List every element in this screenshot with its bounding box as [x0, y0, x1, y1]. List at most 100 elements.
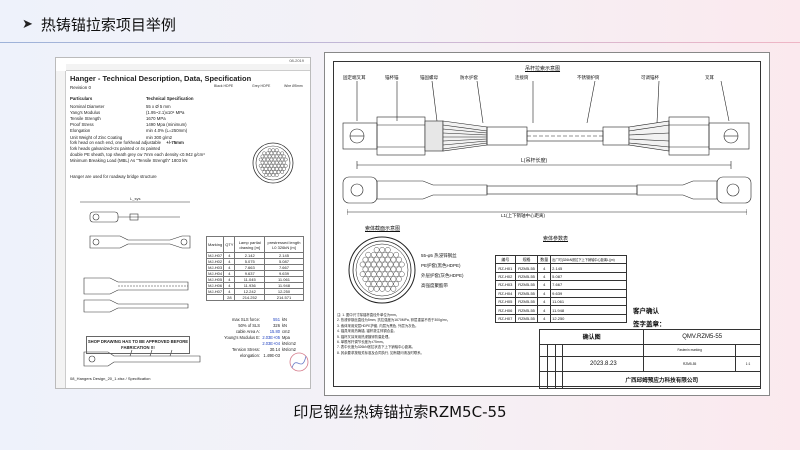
param-header-row: 编号规格数量出厂时(326kN张拉下上下销轴中心距离L)(m)	[495, 254, 627, 265]
fork-adjust: +/-75mm	[166, 140, 184, 145]
drawing-date: 2023.8.23	[562, 356, 645, 372]
wire-strand	[382, 271, 388, 278]
wire-strand	[278, 160, 283, 165]
wire-strand	[399, 271, 405, 278]
wire-strand	[278, 154, 283, 159]
wire-strand	[396, 276, 402, 282]
file-note: 08_Hangers Design_20_1.xlsx / Specificat…	[70, 376, 151, 381]
wire-strand	[368, 276, 374, 282]
wire-strand	[376, 281, 383, 287]
shop-drawing-note: SHOP DRAWING HAS TO BE APPROVED BEFORE F…	[86, 336, 190, 354]
wire-strand	[282, 167, 286, 171]
note-line: 6. 单根吊杆调节长度为±75mm。	[337, 340, 386, 345]
wire-strand	[276, 157, 281, 162]
wire-strand	[282, 160, 286, 165]
wire-strand	[379, 256, 386, 263]
spec-key: Proof Stress	[70, 122, 94, 128]
wire-strand	[280, 170, 285, 174]
marking-header: Marking	[205, 236, 225, 253]
signature-stamp-icon	[289, 352, 309, 372]
wire-strand	[276, 151, 281, 156]
top-label: 锚杯锚	[385, 75, 399, 80]
wire-strand	[370, 281, 377, 287]
wire-strand	[396, 266, 402, 273]
wire-strand	[267, 154, 272, 159]
spec-value: 1490 Mpa (minimum)	[146, 122, 187, 128]
top-label: 防水护套	[460, 75, 478, 80]
tb-label: RZM5-55	[643, 356, 737, 372]
wire-strand	[271, 154, 276, 159]
wire-strand	[387, 251, 394, 258]
wire-strand	[280, 157, 285, 162]
spec-key: Yang's Modulus	[70, 109, 101, 115]
spec-row: Yang's Modulus(1.95~2.1)x10⁵ MPa	[70, 109, 250, 115]
wire-strand	[385, 286, 391, 292]
spec-list: Particulars Technical Specification Nomi…	[70, 96, 250, 140]
wire-strand	[370, 261, 377, 268]
wire-strand	[274, 148, 279, 152]
spreadsheet-column-header	[66, 64, 310, 71]
title-divider	[0, 42, 800, 43]
wire-strand	[373, 256, 380, 263]
drawing-code: QMV.RZM5-55	[643, 329, 761, 345]
wire-strand	[385, 256, 391, 263]
top-label: 可调锚杯	[641, 75, 659, 80]
wire-strand	[267, 148, 272, 152]
lower-length-label: L1(上下销轴中心距离)	[501, 213, 546, 218]
spec-value: min 4.0% (L=250mm)	[146, 128, 188, 134]
wire-strand	[365, 271, 372, 278]
wire-strand	[379, 286, 386, 292]
wire-strand	[280, 151, 285, 156]
tb-label: Fastenin marking	[643, 343, 737, 358]
wire-strand	[278, 167, 283, 171]
confirm-title: 确认图	[538, 329, 645, 345]
wire-strand	[376, 271, 383, 278]
cross-section-label: 外层护套(灰色HDPE)	[421, 273, 464, 278]
wire-strand	[262, 170, 266, 174]
wire-strand	[265, 157, 270, 162]
wire-strand	[376, 261, 383, 268]
top-label: 锚固螺母	[420, 75, 438, 80]
wire-strand	[373, 247, 380, 253]
wire-strand	[267, 173, 272, 177]
wire-strand	[269, 163, 274, 168]
wire-strand	[385, 276, 391, 282]
wire-strand	[271, 160, 276, 165]
wire-strand	[265, 151, 270, 156]
wire-strand	[376, 251, 383, 258]
wire-strand	[274, 173, 279, 177]
wire-strand	[399, 261, 405, 268]
wire-strand	[370, 251, 377, 258]
wire-strand	[379, 266, 386, 273]
cross-label-black: Black HDPE	[214, 84, 234, 88]
spreadsheet-row-numbers	[56, 71, 66, 388]
drawing-main-title: 吊杆拉索示意图	[525, 66, 561, 72]
wire-strand	[264, 160, 268, 165]
spec-value: min 300 g/m2	[146, 134, 173, 140]
wire-strand	[365, 281, 372, 287]
sls-row: elongation:1.49E-03	[239, 352, 280, 358]
cable-cross-section-icon	[252, 142, 294, 184]
cable-cross-section-icon	[348, 236, 416, 304]
cad-drawing-sheet: 吊杆拉索示意图 固定端叉耳 锚杯锚 锚固螺母 防水护套 连接筒 不锈钢护筒 可调…	[324, 52, 770, 396]
customer-confirm: 客户确认	[633, 308, 659, 315]
slide-title-text: 热铸锚拉索项目举例	[40, 16, 176, 34]
top-label: 叉耳	[705, 75, 714, 80]
wire-strand	[280, 163, 285, 168]
doc-number: 08-2019	[289, 58, 304, 63]
wire-strand	[382, 251, 388, 258]
wire-strand	[385, 247, 391, 253]
rod-length-label: L_sys	[130, 196, 140, 201]
spec-key: Tensile Strength	[70, 115, 101, 121]
wire-strand	[271, 148, 276, 152]
wire-strand	[373, 266, 380, 273]
